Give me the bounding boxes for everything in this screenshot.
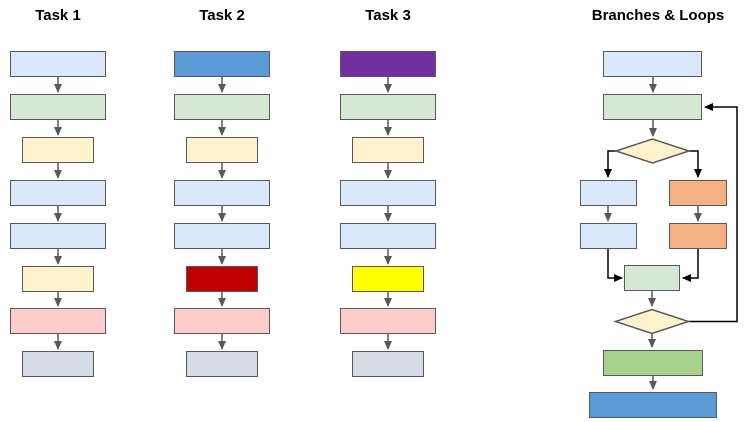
branches-elbow-decision1-to-right1 <box>689 150 702 178</box>
task1-step-6-node <box>22 266 94 292</box>
task2-step-6-node <box>186 266 258 292</box>
branches-elbow-left2-to-merge <box>607 248 623 282</box>
task1-step-1-node <box>10 51 106 77</box>
task2-step-4-node <box>174 180 270 206</box>
task1-step-2-node <box>10 94 106 120</box>
task1-step-8-node <box>22 351 94 377</box>
decision1-diamond <box>613 138 692 164</box>
task1-step-4-node <box>10 180 106 206</box>
branches-elbow-decision1-to-left1 <box>604 150 616 178</box>
task3-step-8-node <box>352 351 424 377</box>
task2-step-3-node <box>186 137 258 163</box>
task3-step-1-node <box>340 51 436 77</box>
task2-step-5-node <box>174 223 270 249</box>
task1-step-5-node <box>10 223 106 249</box>
task1-step-7-node <box>10 308 106 334</box>
task3-step-5-node <box>340 223 436 249</box>
task3-title: Task 3 <box>365 7 411 24</box>
task3-step-3-node <box>352 137 424 163</box>
branches-elbow-right2-to-merge <box>682 248 699 282</box>
branches-left-branch-node-1 <box>580 180 637 206</box>
task2-step-1-node <box>174 51 270 77</box>
task3-step-4-node <box>340 180 436 206</box>
branches-end-node <box>589 392 717 418</box>
branches-title: Branches & Loops <box>591 7 725 24</box>
branches-merge-node <box>624 265 680 291</box>
task2-step-8-node <box>186 351 258 377</box>
branches-right-branch-node-1 <box>669 180 727 206</box>
branches-start-node <box>603 51 702 77</box>
task3-step-6-node <box>352 266 424 292</box>
branches-left-branch-node-2 <box>580 223 637 249</box>
branches-post-loop-node <box>603 350 703 376</box>
task2-title: Task 2 <box>199 7 245 24</box>
branches-loop-target-node <box>603 94 702 120</box>
task1-step-3-node <box>22 137 94 163</box>
decision2-diamond <box>613 308 691 335</box>
task2-step-7-node <box>174 308 270 334</box>
task3-step-2-node <box>340 94 436 120</box>
task1-title: Task 1 <box>35 7 81 24</box>
branches-right-branch-node-2 <box>669 223 727 249</box>
task2-step-2-node <box>174 94 270 120</box>
branches-loop-back-connector <box>688 103 738 323</box>
task3-step-7-node <box>340 308 436 334</box>
